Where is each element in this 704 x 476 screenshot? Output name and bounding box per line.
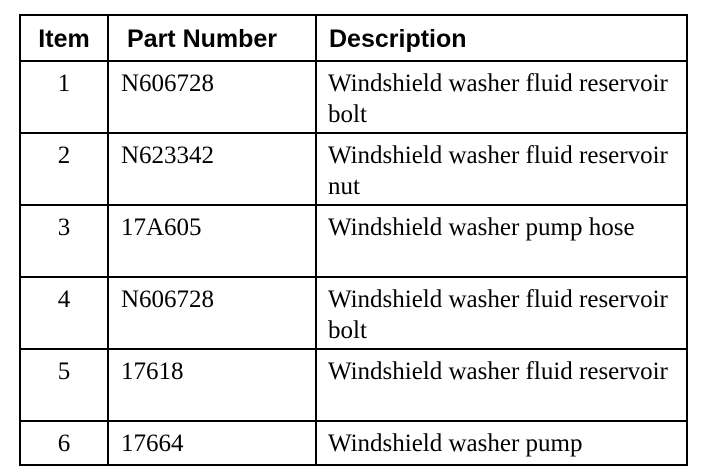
cell-description: Windshield washer pump hose [315,204,688,278]
cell-part-number: 17A605 [107,204,317,278]
header-part-number: Part Number [107,14,317,62]
cell-item: 5 [19,348,109,422]
cell-description: Windshield washer fluid reservoir [315,348,688,422]
table-row: 5 17618 Windshield washer fluid reservoi… [19,348,688,422]
cell-part-number: 17618 [107,348,317,422]
table-row: 2 N623342 Windshield washer fluid reserv… [19,132,688,206]
table-row: 1 N606728 Windshield washer fluid reserv… [19,60,688,134]
cell-description: Windshield washer fluid reservoir bolt [315,60,688,134]
table-row: 3 17A605 Windshield washer pump hose [19,204,688,278]
cell-description: Windshield washer pump [315,420,688,466]
cell-description: Windshield washer fluid reservoir bolt [315,276,688,350]
table-header-row: Item Part Number Description [19,14,688,62]
header-item: Item [19,14,109,62]
cell-item: 2 [19,132,109,206]
header-description: Description [315,14,688,62]
cell-part-number: 17664 [107,420,317,466]
parts-table: Item Part Number Description 1 N606728 W… [19,14,688,466]
table-row: 4 N606728 Windshield washer fluid reserv… [19,276,688,350]
table-row: 6 17664 Windshield washer pump [19,420,688,466]
cell-item: 1 [19,60,109,134]
cell-description: Windshield washer fluid reservoir nut [315,132,688,206]
cell-item: 4 [19,276,109,350]
cell-part-number: N606728 [107,276,317,350]
cell-item: 6 [19,420,109,466]
cell-part-number: N606728 [107,60,317,134]
cell-part-number: N623342 [107,132,317,206]
cell-item: 3 [19,204,109,278]
